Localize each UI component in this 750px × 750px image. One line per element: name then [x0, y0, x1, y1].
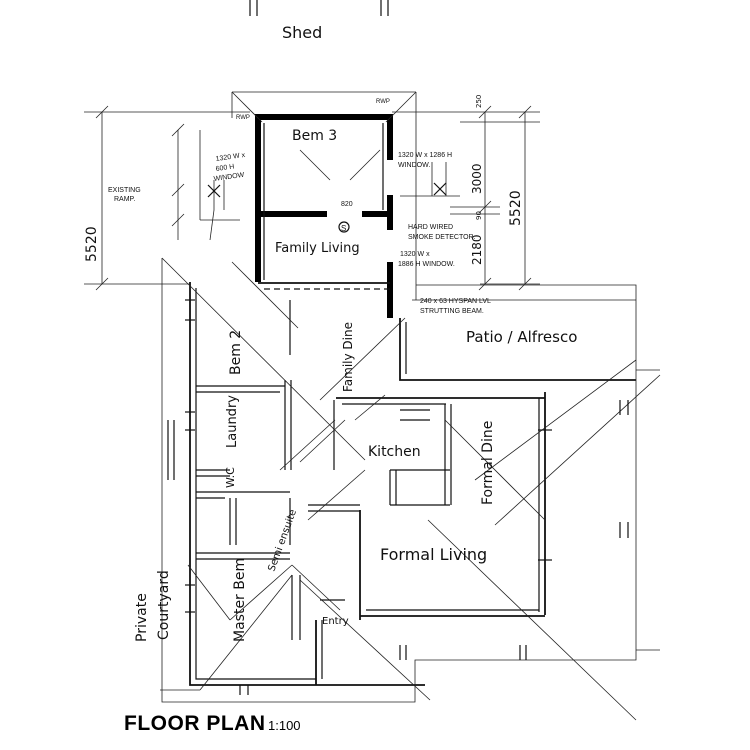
drawing-scale: 1:100 [268, 718, 301, 733]
smoke-detector-icon: S [338, 221, 350, 233]
extension-walls [255, 114, 393, 318]
label-laundry: Laundry [225, 395, 240, 448]
shed-outline [249, 0, 389, 16]
dimension-lines-right [392, 105, 540, 291]
floor-plan-title: FLOOR PLAN [124, 712, 266, 735]
note-window-right-1: 1320 W x 1286 H [398, 152, 452, 159]
label-formal-dining: Formal Dine [480, 421, 496, 505]
label-patio: Patio / Alfresco [466, 328, 577, 346]
note-beam-1: 240 x 63 HYSPAN LVL [420, 298, 491, 305]
note-window-left-3: WINDOW [213, 172, 245, 183]
window-ticks [167, 299, 629, 695]
dim-5520-right: 5520 [508, 190, 524, 226]
label-bedroom-3: Bem 3 [292, 128, 337, 144]
label-family-living: Family Living [275, 241, 360, 256]
note-rwp-right: RWP [376, 99, 390, 105]
note-smoke-1: HARD WIRED [408, 224, 453, 231]
note-window-mid-2: 1886 H WINDOW. [398, 261, 455, 268]
dim-250: 250 [475, 95, 483, 108]
note-window-left-1: 1320 W x [215, 152, 246, 163]
label-kitchen: Kitchen [368, 444, 421, 460]
label-semi-ensuite: Semi ensuite [266, 508, 299, 573]
main-house-walls [189, 282, 636, 686]
dimension-lines-left [84, 105, 250, 291]
label-private-courtyard-2: Courtyard [156, 570, 172, 640]
dim-90: 90 [475, 211, 483, 220]
label-master-bedroom: Master Bem [232, 558, 248, 642]
main-roof-hip-lines [160, 257, 661, 721]
label-wc: W.C [224, 467, 237, 488]
note-smoke-2: SMOKE DETECTOR. [408, 234, 476, 241]
label-family-dining: Family Dine [341, 322, 355, 392]
dim-5520-left: 5520 [84, 226, 100, 262]
label-entry: Entry [322, 616, 349, 627]
note-existing-ramp-1: EXISTING [108, 187, 141, 194]
label-formal-living: Formal Living [380, 545, 487, 564]
note-rwp-left: RWP [236, 115, 250, 121]
dim-2180: 2180 [470, 234, 484, 265]
dim-3000: 3000 [470, 163, 484, 194]
label-shed: Shed [282, 23, 322, 42]
note-window-mid-1: 1320 W x [400, 251, 430, 258]
note-beam-2: STRUTTING BEAM. [420, 308, 484, 315]
note-existing-ramp-2: RAMP. [114, 196, 135, 203]
note-window-right-2: WINDOW. [398, 162, 430, 169]
label-private-courtyard-1: Private [134, 593, 150, 642]
svg-text:S: S [341, 224, 346, 233]
label-bedroom-2: Bem 2 [228, 330, 244, 375]
note-dim-820: 820 [341, 201, 353, 208]
note-window-left-2: 600 H [215, 163, 234, 173]
roof-eave-outline [161, 258, 660, 703]
interior-walls [196, 300, 452, 640]
